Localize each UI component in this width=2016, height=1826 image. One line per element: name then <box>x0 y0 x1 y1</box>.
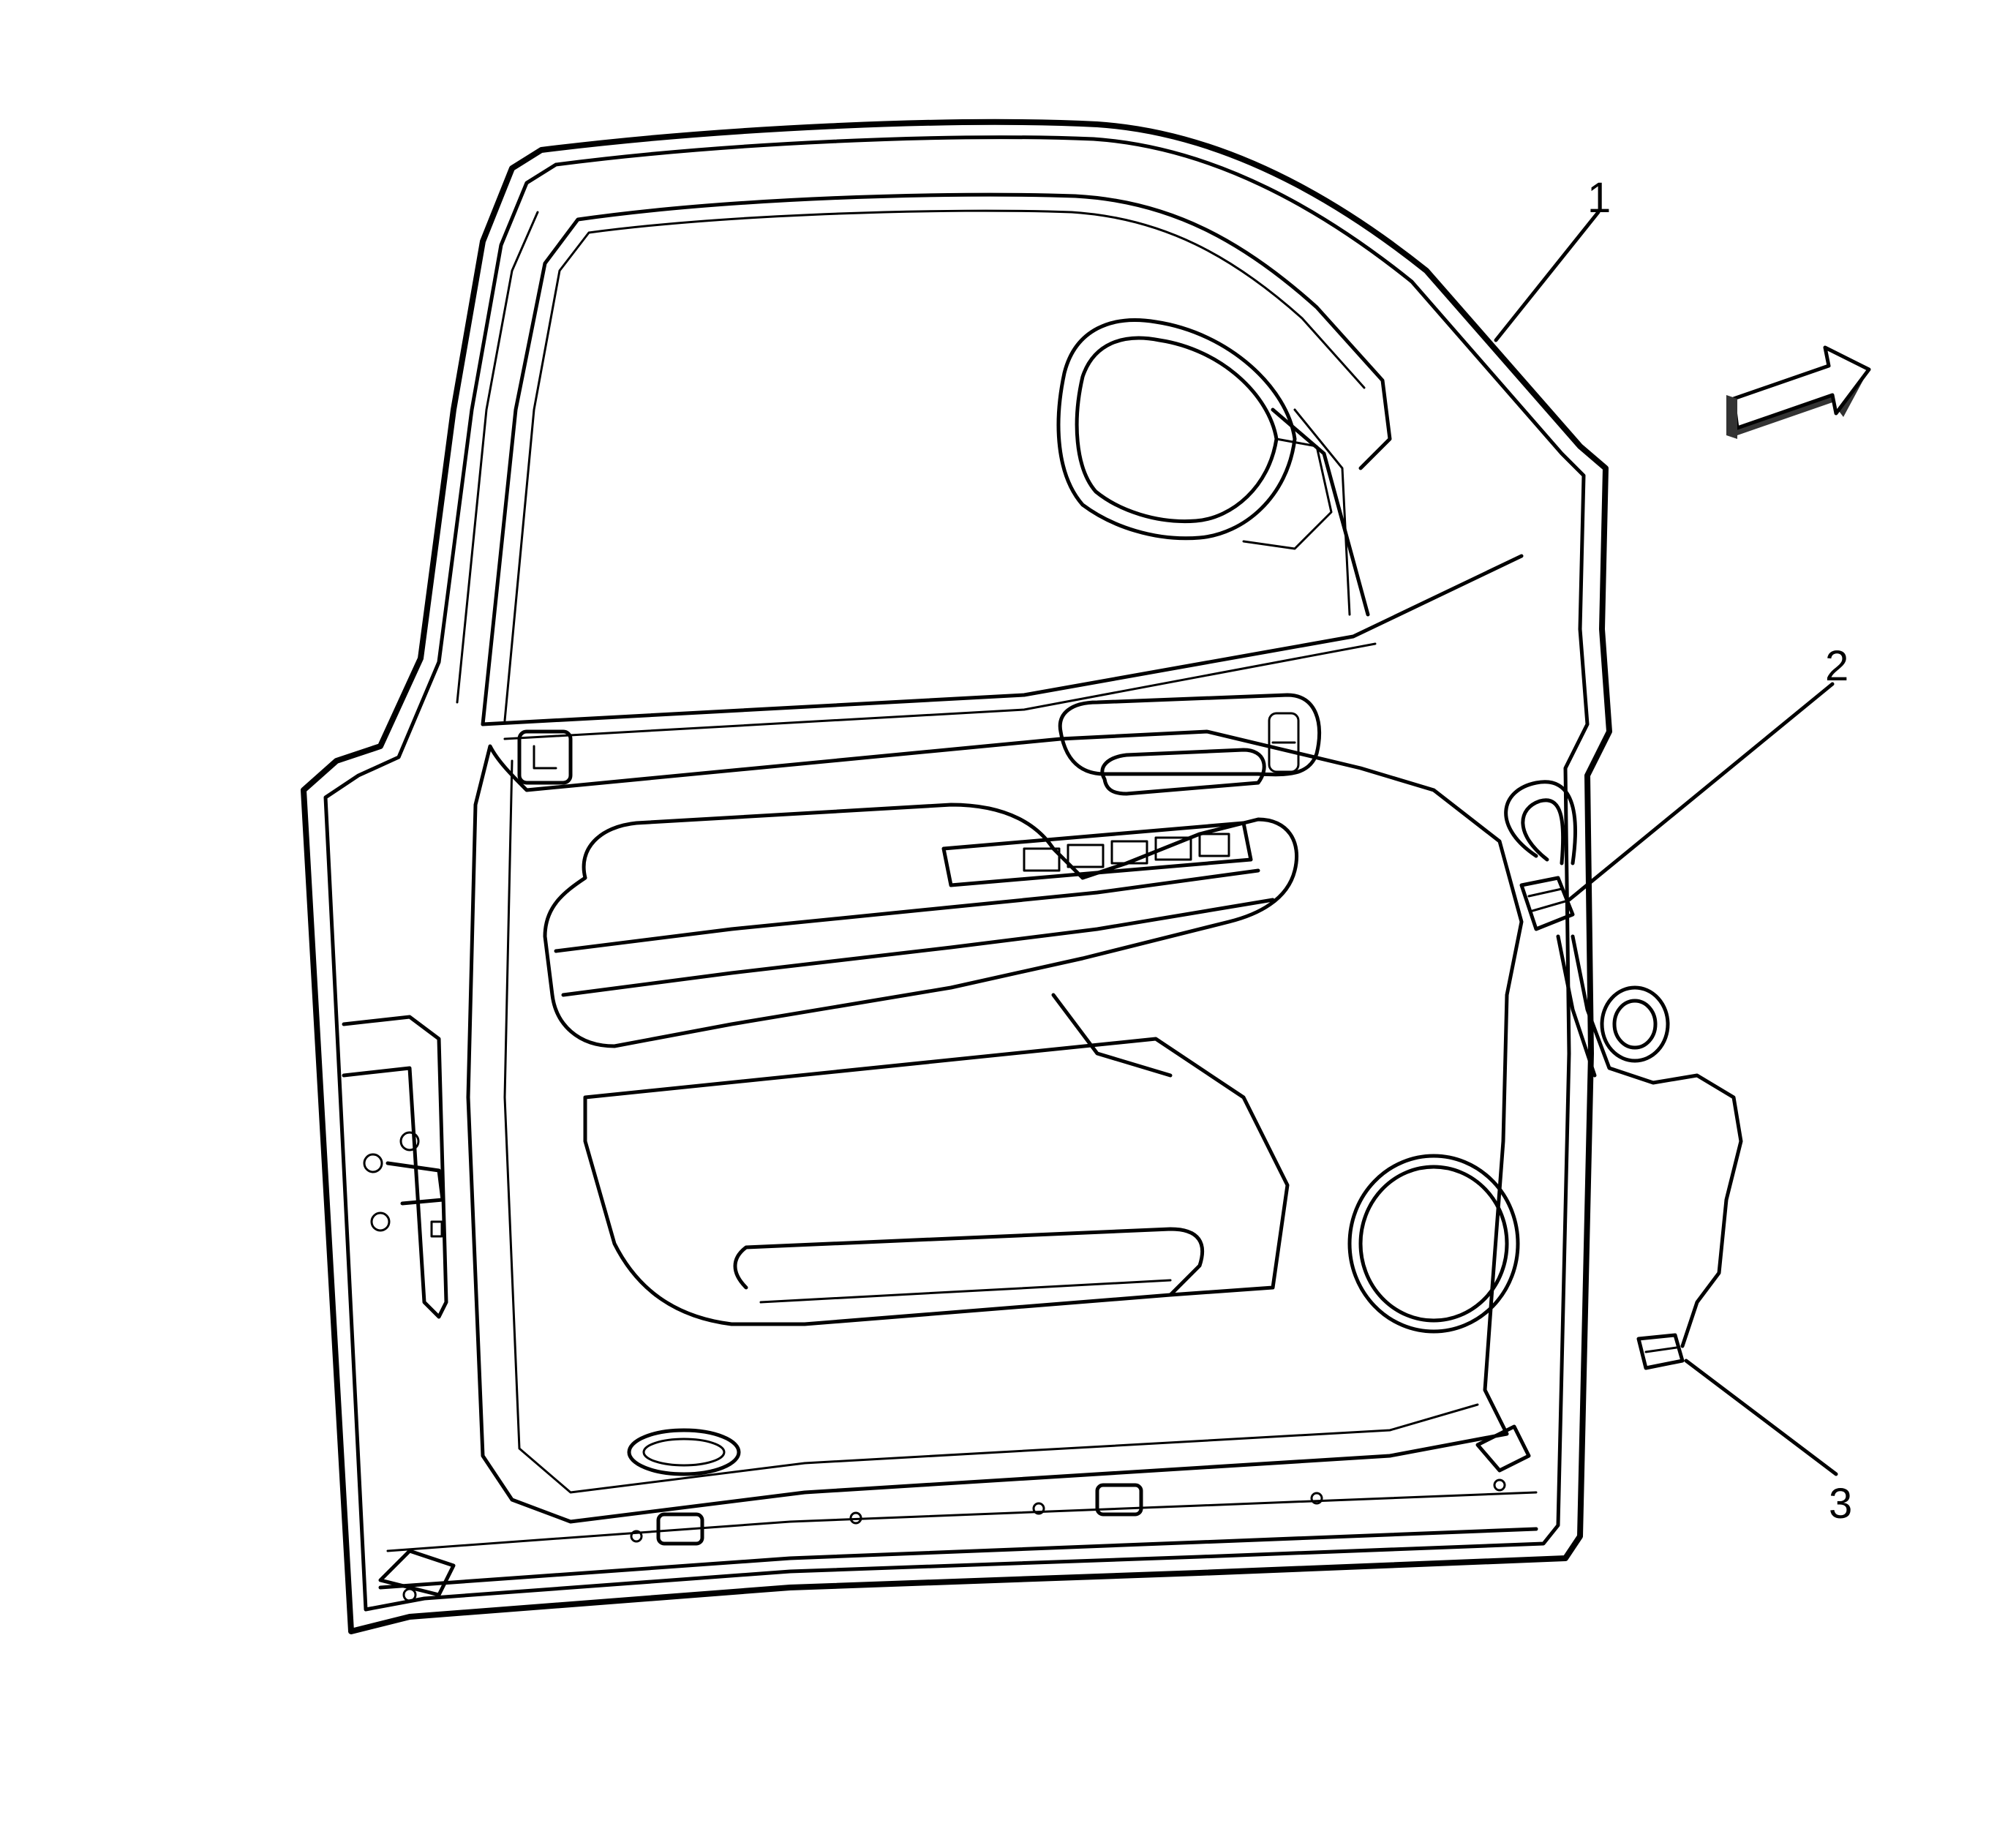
callout-leaders <box>1494 210 1838 1476</box>
door-trim-panel <box>466 693 1524 1524</box>
door-latch <box>342 1015 448 1319</box>
callout-3: 3 <box>1829 1480 1852 1528</box>
callout-2: 2 <box>1825 642 1848 690</box>
door-frame <box>301 119 1612 1634</box>
bottom-edge <box>378 1424 1538 1602</box>
side-mirror <box>1056 318 1333 550</box>
reflector <box>627 1428 741 1476</box>
connector-2 <box>1519 876 1575 931</box>
wiring-harness <box>1504 780 1743 1348</box>
front-direction-arrow-icon <box>1726 345 1871 439</box>
callout-1: 1 <box>1587 174 1611 222</box>
connector-3 <box>1636 1333 1685 1370</box>
grommet <box>1600 985 1670 1063</box>
speaker <box>1347 1154 1520 1334</box>
window-switches <box>1023 833 1230 872</box>
